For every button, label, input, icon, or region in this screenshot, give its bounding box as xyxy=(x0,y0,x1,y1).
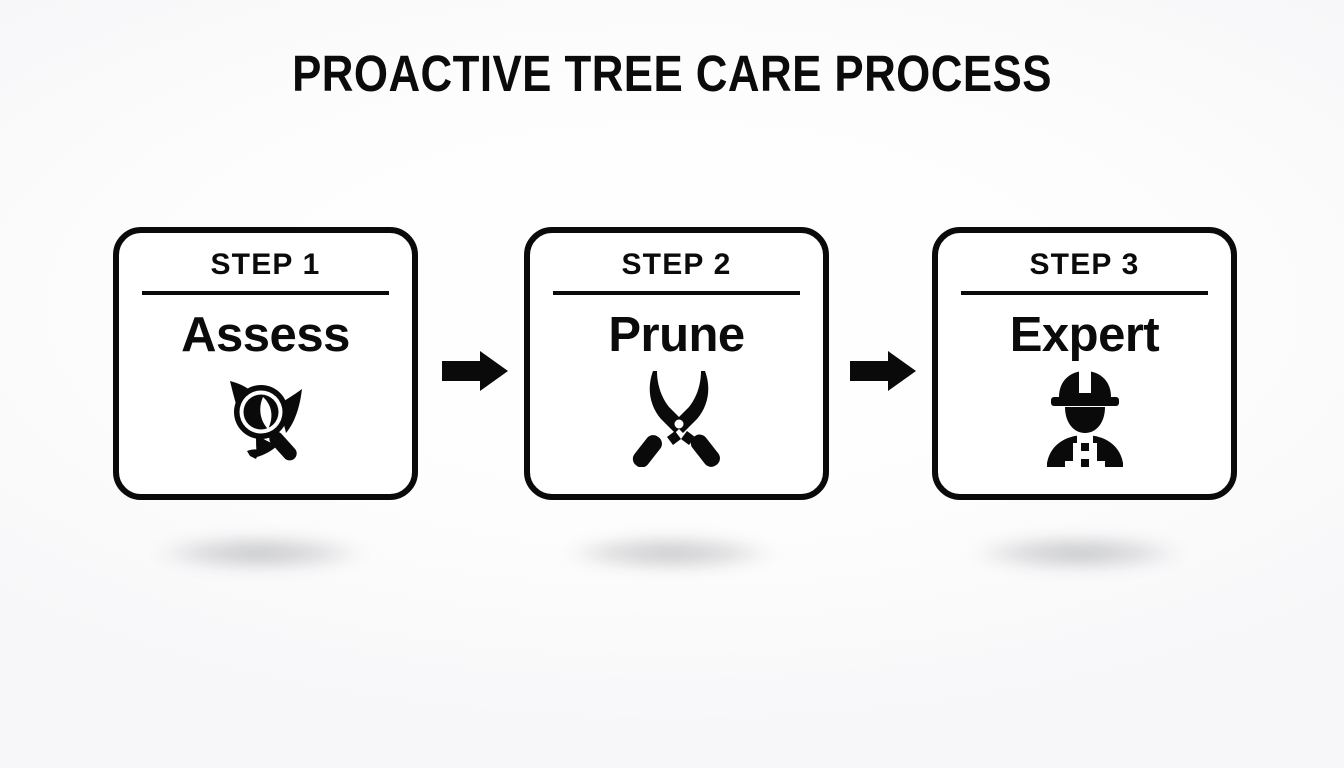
step-label: STEP 2 xyxy=(621,248,732,281)
step-name: Expert xyxy=(1009,308,1160,362)
card-shadow xyxy=(110,527,410,579)
card-shadow xyxy=(520,527,820,579)
process-flow: STEP 1 Assess xyxy=(0,227,1344,579)
step-name: Prune xyxy=(608,308,745,362)
step-label: STEP 1 xyxy=(210,248,321,281)
step-divider xyxy=(142,291,389,295)
step-divider xyxy=(961,291,1208,295)
hardhat-worker-icon xyxy=(1033,367,1137,467)
magnifier-leaf-icon xyxy=(214,367,318,467)
arrow-right-icon xyxy=(850,351,916,391)
step-card-2[interactable]: STEP 2 Prune xyxy=(524,227,829,500)
step-divider xyxy=(553,291,800,295)
card-shadow xyxy=(928,527,1228,579)
step-card-1[interactable]: STEP 1 Assess xyxy=(113,227,418,500)
step-card-3[interactable]: STEP 3 Expert xyxy=(932,227,1237,500)
pruning-shears-icon xyxy=(625,367,729,467)
step-name: Assess xyxy=(181,308,350,362)
arrow-right-icon xyxy=(442,351,508,391)
step-label: STEP 3 xyxy=(1029,248,1140,281)
page-title: PROACTIVE TREE CARE PROCESS xyxy=(292,45,1052,102)
